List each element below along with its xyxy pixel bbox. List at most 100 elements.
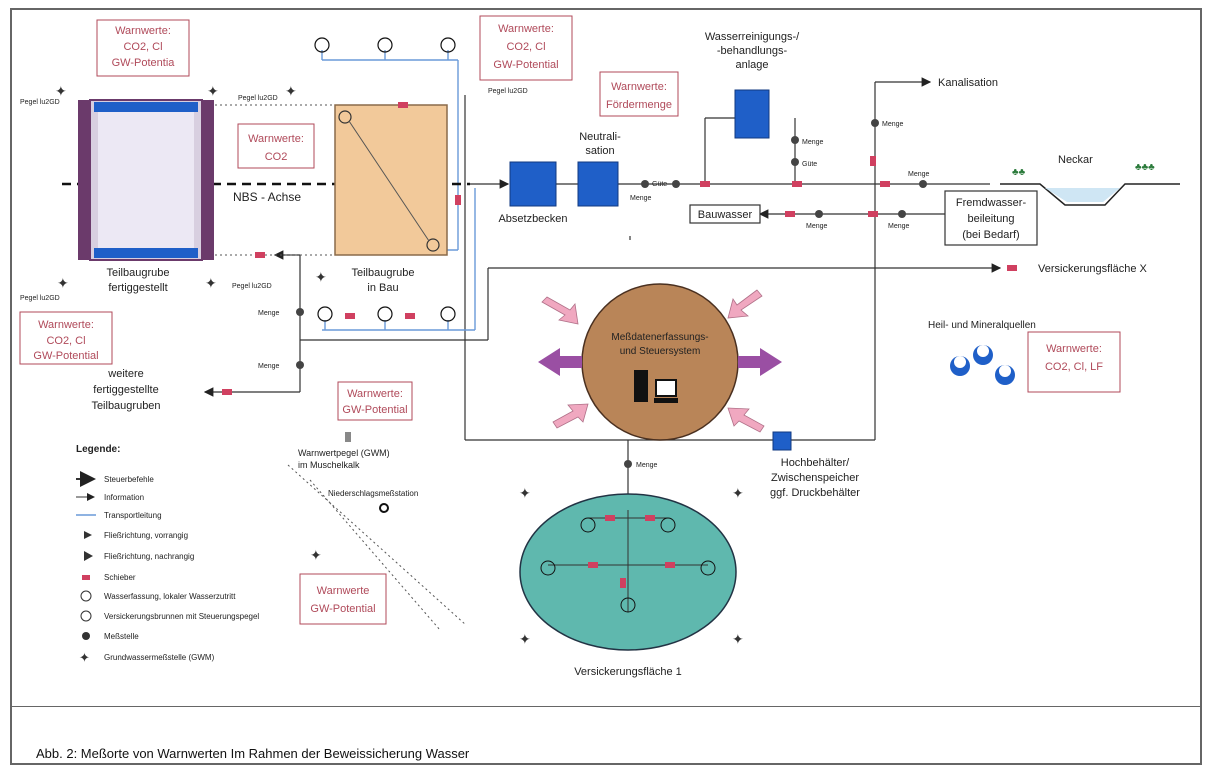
guete-label-2: Güte: [802, 161, 817, 168]
caption-divider: [12, 706, 1200, 707]
svg-text:♣♣♣: ♣♣♣: [1135, 162, 1155, 173]
menge-label-5: Menge: [806, 223, 828, 230]
svg-text:✦: ✦: [519, 485, 531, 501]
warn-co2-2: CO2: [265, 151, 288, 163]
transport-lines: [203, 77, 1002, 510]
hochbehaelter-label-2: Zwischenspeicher: [771, 472, 859, 484]
svg-text:✦: ✦: [310, 547, 322, 563]
warn-heil-2: CO2, Cl, LF: [1045, 361, 1103, 373]
guete-label-1: Güte: [652, 181, 667, 188]
legend-title: Legende:: [76, 444, 120, 455]
neutralisation-label-1: Neutrali-: [579, 131, 621, 143]
weitere-label-3: Teilbaugruben: [91, 400, 160, 412]
valves: [222, 102, 1017, 588]
gauges: [296, 119, 927, 468]
svg-text:✦: ✦: [519, 631, 531, 647]
absetzbecken-basin: [509, 161, 557, 207]
legend-item-valve: Schieber: [104, 573, 136, 582]
infiltration-wells: [314, 37, 456, 322]
menge-label-8: Menge: [258, 363, 280, 370]
neckar-label: Neckar: [1058, 154, 1093, 166]
absetzbecken-label: Absetzbecken: [498, 213, 567, 225]
hochbehaelter-label-1: Hochbehälter/: [781, 457, 850, 469]
svg-text:✦: ✦: [732, 485, 744, 501]
legend-item-gauge: Meßstelle: [104, 632, 139, 641]
svg-text:✦: ✦: [205, 275, 217, 291]
warn-top-center-1: Warnwerte:: [498, 23, 554, 35]
pegel-label-4: Pegel lu2GD: [232, 283, 272, 290]
fremdwasser-label-2: beileitung: [967, 213, 1014, 225]
pegel-label-1: Pegel lu2GD: [20, 99, 60, 106]
warnwertpegel-label-2: im Muschelkalk: [298, 460, 360, 470]
heilquellen-label: Heil- und Mineralquellen: [928, 320, 1036, 331]
dotted-connectors: [215, 104, 467, 631]
computer-icon: [634, 370, 678, 403]
legend-item-information: Information: [104, 493, 144, 502]
control-system-label-1: Meßdatenerfassungs-: [611, 332, 708, 343]
pit-construction-label-2: in Bau: [367, 282, 398, 294]
menge-label-3: Menge: [882, 121, 904, 128]
warn-left-2: CO2, Cl: [46, 335, 85, 347]
hochbehaelter-tank: [772, 431, 792, 451]
bauwasser-label: Bauwasser: [698, 209, 753, 221]
legend-icons: ✦: [76, 471, 96, 665]
fremdwasser-label-3: (bei Bedarf): [962, 229, 1019, 241]
treatment-plant-basin: [734, 89, 770, 139]
pegel-label-5: Pegel lu2GD: [20, 295, 60, 302]
treatment-label-1: Wasserreinigungs-/: [705, 31, 800, 43]
legend-item-infiltration-well: Versickerungsbrunnen mit Steuerungspegel: [104, 612, 259, 621]
legend-item-flow-primary: Fließrichtung, vorrangig: [104, 531, 188, 540]
warn-gw-2: GW-Potential: [342, 404, 407, 416]
svg-text:✦: ✦: [732, 631, 744, 647]
bauwasser-box: [689, 204, 761, 224]
control-system-label-2: und Steuersystem: [620, 346, 701, 357]
treatment-label-3: anlage: [735, 59, 768, 71]
warn-gw-bottom-2: GW-Potential: [310, 603, 375, 615]
warn-foerder-1: Warnwerte:: [611, 81, 667, 93]
fremdwasser-label-1: Fremdwasser-: [956, 197, 1027, 209]
big-output-arrows: [538, 348, 782, 376]
gwm-markers: ✦✦✦ ✦✦✦ ✦✦ ✦✦ ✦: [55, 83, 744, 647]
warn-left-3: GW-Potential: [33, 350, 98, 362]
blue-pipes: [321, 50, 476, 331]
warn-top-left-1: Warnwerte:: [115, 25, 171, 37]
mineral-spring-icons: [950, 345, 1015, 385]
legend-item-steuerbefehle: Steuerbefehle: [104, 475, 154, 484]
pit-completed-label-1: Teilbaugrube: [107, 267, 170, 279]
treatment-label-2: -behandlungs-: [717, 45, 788, 57]
menge-label-1: Menge: [630, 195, 652, 202]
warn-gw-1: Warnwerte:: [347, 388, 403, 400]
neutralisation-label-2: sation: [585, 145, 614, 157]
weitere-label-2: fertiggestellte: [93, 384, 158, 396]
nbs-axis-label: NBS - Achse: [233, 190, 301, 204]
versickerungsflaeche-x-label: Versickerungsfläche X: [1038, 263, 1147, 275]
legend-item-transportleitung: Transportleitung: [104, 511, 162, 520]
menge-label-6: Menge: [888, 223, 910, 230]
versickerungsflaeche-1-label: Versickerungsfläche 1: [574, 666, 682, 678]
svg-text:✦: ✦: [207, 83, 219, 99]
rain-station-icon: [379, 503, 389, 513]
control-system-circle: [581, 283, 739, 441]
warnwert-texts: Warnwerte: CO2, Cl GW-Potentia Warnwerte…: [33, 23, 1103, 615]
pit-completed: [78, 99, 214, 261]
legend-item-gwm: Grundwassermeßstelle (GWM): [104, 653, 215, 662]
diagram-labels: Pegel lu2GD Pegel lu2GD Pegel lu2GD Pege…: [20, 31, 1147, 678]
kanalisation-label: Kanalisation: [938, 77, 998, 89]
pit-under-construction: [334, 104, 448, 256]
legend-item-water-capture: Wasserfassung, lokaler Wasserzutritt: [104, 592, 236, 601]
legend-item-flow-secondary: Fließrichtung, nachrangig: [104, 552, 194, 561]
fremdwasser-box: [944, 190, 1038, 246]
warn-left-1: Warnwerte:: [38, 319, 94, 331]
warn-top-center-2: CO2, Cl: [506, 41, 545, 53]
svg-text:♣♣: ♣♣: [1012, 167, 1026, 178]
hochbehaelter-label-3: ggf. Druckbehälter: [770, 487, 860, 499]
pit-construction-label-1: Teilbaugrube: [352, 267, 415, 279]
small-input-arrows: [541, 289, 765, 433]
menge-label-9: Menge: [636, 462, 658, 469]
menge-label-2: Menge: [802, 139, 824, 146]
svg-text:✦: ✦: [315, 269, 327, 285]
warn-co2-1: Warnwerte:: [248, 133, 304, 145]
warn-heil-1: Warnwerte:: [1046, 343, 1102, 355]
infiltration-area-1: [519, 493, 737, 651]
